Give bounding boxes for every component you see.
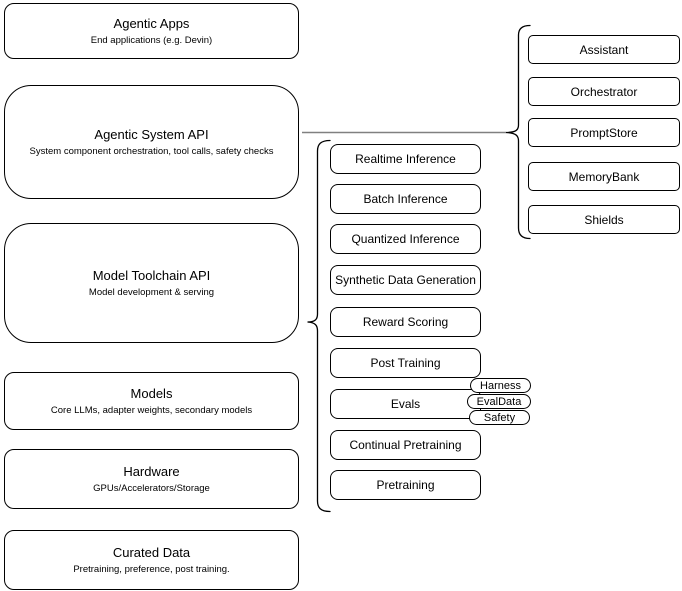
node-realtime-inference: Realtime Inference xyxy=(330,144,481,174)
node-post-training: Post Training xyxy=(330,348,481,378)
node-label: Assistant xyxy=(579,42,629,57)
models-box: Models Core LLMs, adapter weights, secon… xyxy=(4,372,299,430)
model-toolchain-api-subtitle: Model development & serving xyxy=(88,286,215,298)
node-label: Quantized Inference xyxy=(351,232,460,246)
node-label: Orchestrator xyxy=(570,84,638,99)
hardware-subtitle: GPUs/Accelerators/Storage xyxy=(93,482,210,494)
agentic-apps-title: Agentic Apps xyxy=(113,15,190,31)
pill-label: Safety xyxy=(483,411,516,424)
pill-label: Harness xyxy=(480,379,521,392)
node-label: Synthetic Data Generation xyxy=(335,273,476,287)
models-title: Models xyxy=(130,385,173,401)
agentic-apps-box: Agentic Apps End applications (e.g. Devi… xyxy=(4,3,299,59)
agentic-system-api-subtitle: System component orchestration, tool cal… xyxy=(29,145,274,157)
model-toolchain-api-title: Model Toolchain API xyxy=(92,267,211,283)
pill-label: EvalData xyxy=(476,395,522,408)
eval-tag-evaldata: EvalData xyxy=(467,394,531,409)
agentic-system-api-title: Agentic System API xyxy=(94,126,209,142)
agentic-apps-subtitle: End applications (e.g. Devin) xyxy=(90,34,213,46)
node-memorybank: MemoryBank xyxy=(528,162,680,191)
hardware-title: Hardware xyxy=(123,463,180,479)
node-label: Realtime Inference xyxy=(355,152,456,166)
node-reward-scoring: Reward Scoring xyxy=(330,307,481,337)
curated-data-subtitle: Pretraining, preference, post training. xyxy=(73,563,230,575)
node-label: PromptStore xyxy=(570,125,638,140)
node-promptstore: PromptStore xyxy=(528,118,680,147)
right-column-brace xyxy=(505,24,531,240)
eval-tag-harness: Harness xyxy=(470,378,531,393)
middle-column-brace xyxy=(307,139,331,513)
curated-data-box: Curated Data Pretraining, preference, po… xyxy=(4,530,299,590)
node-quantized-inference: Quantized Inference xyxy=(330,224,481,254)
node-continual-pretraining: Continual Pretraining xyxy=(330,430,481,460)
node-label: Pretraining xyxy=(376,478,435,492)
node-label: MemoryBank xyxy=(568,169,640,184)
node-batch-inference: Batch Inference xyxy=(330,184,481,214)
node-label: Reward Scoring xyxy=(362,315,449,329)
node-label: Continual Pretraining xyxy=(349,438,462,452)
model-toolchain-api-box: Model Toolchain API Model development & … xyxy=(4,223,299,343)
node-pretraining: Pretraining xyxy=(330,470,481,500)
curated-data-title: Curated Data xyxy=(112,544,191,560)
node-assistant: Assistant xyxy=(528,35,680,64)
node-label: Post Training xyxy=(370,356,441,370)
node-label: Batch Inference xyxy=(363,192,448,206)
node-evals: Evals xyxy=(330,389,481,419)
node-synthetic-data-generation: Synthetic Data Generation xyxy=(330,265,481,295)
node-shields: Shields xyxy=(528,205,680,234)
node-orchestrator: Orchestrator xyxy=(528,77,680,106)
node-label: Evals xyxy=(390,397,421,411)
node-label: Shields xyxy=(584,212,624,227)
agentic-system-api-box: Agentic System API System component orch… xyxy=(4,85,299,199)
models-subtitle: Core LLMs, adapter weights, secondary mo… xyxy=(50,404,253,416)
hardware-box: Hardware GPUs/Accelerators/Storage xyxy=(4,449,299,509)
eval-tag-safety: Safety xyxy=(469,410,530,425)
